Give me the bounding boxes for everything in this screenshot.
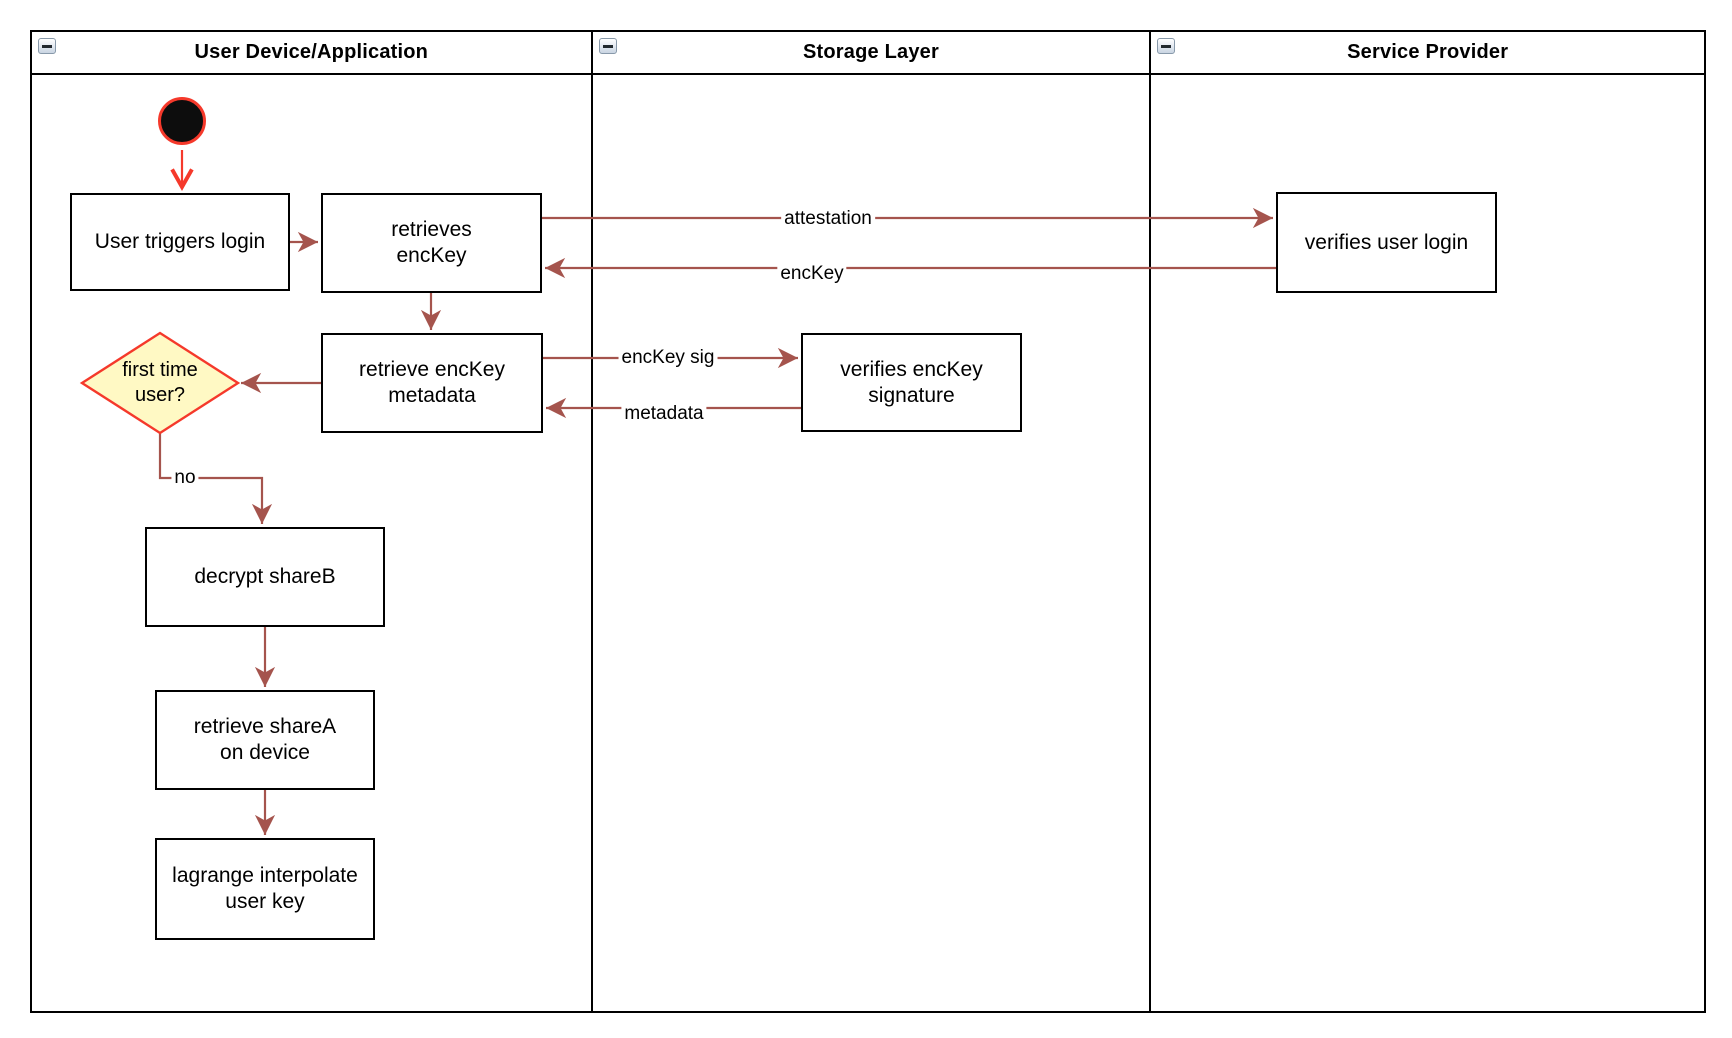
edge-decision-no[interactable]	[158, 433, 273, 524]
node-verifies-user-login[interactable]: verifies user login	[1276, 192, 1497, 293]
minus-icon	[602, 44, 613, 48]
node-label: retrieve shareA on device	[193, 715, 337, 764]
node-verifies-enckey-signature[interactable]: verifies encKey signature	[801, 333, 1022, 432]
collapse-button-user-device[interactable]	[38, 38, 56, 54]
edge-label-enckey-sig: encKey sig	[618, 347, 718, 369]
lane-header-service-provider: Service Provider	[1151, 32, 1704, 75]
node-user-triggers-login[interactable]: User triggers login	[70, 193, 290, 291]
lane-storage-layer: Storage Layer	[590, 32, 1150, 1011]
node-retrieve-enckey-metadata[interactable]: retrieve encKey metadata	[321, 333, 543, 433]
node-retrieve-sharea[interactable]: retrieve shareA on device	[155, 690, 375, 790]
edge-label-enckey: encKey	[777, 263, 847, 285]
node-label: lagrange interpolate user key	[172, 864, 358, 913]
node-label: decrypt shareB	[194, 565, 336, 588]
decision-first-time-user-shape[interactable]	[79, 331, 241, 435]
node-label: retrieves encKey	[391, 218, 472, 267]
lane-title-service-provider: Service Provider	[1347, 41, 1509, 63]
lane-header-storage-layer: Storage Layer	[592, 32, 1150, 75]
decision-first-time-user-label: first time user?	[100, 343, 220, 423]
lane-user-device: User Device/Application	[32, 32, 591, 1011]
swimlane-pool: User Device/Application Storage Layer Se…	[30, 30, 1706, 1013]
collapse-button-storage-layer[interactable]	[598, 38, 617, 54]
node-label: User triggers login	[94, 230, 266, 253]
edge-label-attestation: attestation	[781, 208, 875, 230]
lane-header-user-device: User Device/Application	[32, 32, 591, 75]
edge-label-no: no	[171, 467, 199, 489]
lane-service-provider: Service Provider	[1149, 32, 1704, 1011]
initial-state-node[interactable]	[158, 97, 206, 145]
node-decrypt-shareb[interactable]: decrypt shareB	[145, 527, 385, 627]
node-label: first time user?	[122, 359, 198, 406]
node-label: verifies user login	[1304, 230, 1469, 254]
node-label: retrieve encKey metadata	[359, 358, 505, 407]
collapse-button-service-provider[interactable]	[1157, 38, 1176, 54]
minus-icon	[42, 44, 52, 48]
minus-icon	[1161, 44, 1172, 48]
edge-label-metadata: metadata	[621, 403, 707, 425]
lane-title-storage-layer: Storage Layer	[802, 41, 939, 63]
node-label: verifies encKey signature	[840, 357, 983, 407]
lane-title-user-device: User Device/Application	[194, 41, 429, 63]
node-lagrange-interpolate[interactable]: lagrange interpolate user key	[155, 838, 375, 940]
node-retrieves-enckey[interactable]: retrieves encKey	[321, 193, 542, 293]
